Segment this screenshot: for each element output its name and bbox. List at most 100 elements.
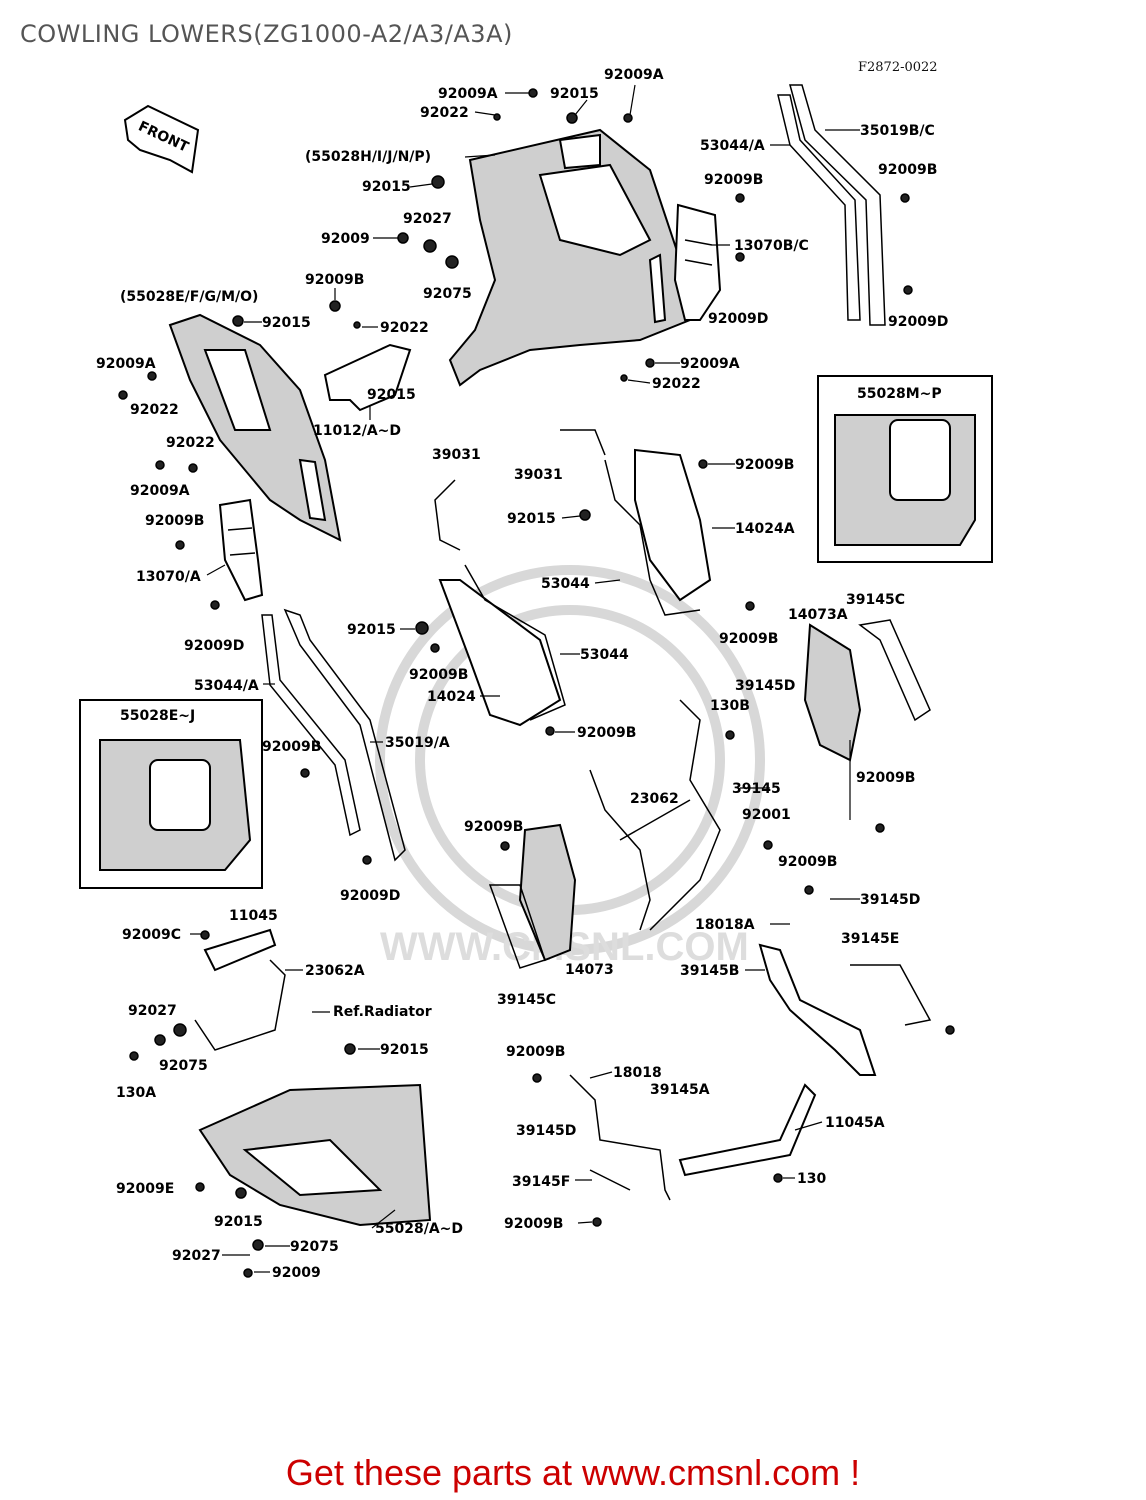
part-label: (55028E/F/G/M/O)	[120, 289, 258, 305]
part-label: (55028H/I/J/N/P)	[305, 149, 431, 165]
duct-14024a-part	[604, 448, 712, 616]
part-label: 55028/A~D	[375, 1221, 463, 1237]
duct-14073a-part	[803, 619, 931, 762]
part-label: Ref.Radiator	[333, 1004, 432, 1020]
fasteners	[118, 88, 955, 1278]
part-label: 92015	[214, 1214, 263, 1230]
part-label: 92009D	[888, 314, 948, 330]
part-label: 14073	[565, 962, 614, 978]
part-label: 92001	[742, 807, 791, 823]
part-label: 92075	[423, 286, 472, 302]
part-label: 92009B	[577, 725, 636, 741]
part-label: 92009B	[778, 854, 837, 870]
part-label: 35019B/C	[860, 123, 935, 139]
part-label: 39145E	[841, 931, 899, 947]
part-label: 92009A	[130, 483, 190, 499]
part-label: 18018A	[695, 917, 755, 933]
part-label: 92009B	[878, 162, 937, 178]
part-label: 14024A	[735, 521, 795, 537]
part-label: 92015	[262, 315, 311, 331]
part-label: 92009D	[708, 311, 768, 327]
part-label: 92015	[367, 387, 416, 403]
part-label: 92009B	[735, 457, 794, 473]
diagram-code: F2872-0022	[858, 60, 938, 75]
part-label: 92027	[172, 1248, 221, 1264]
part-label: 130	[797, 1171, 826, 1187]
upper-cowling-part	[448, 128, 692, 387]
part-label: 53044/A	[194, 678, 259, 694]
bracket-39145b-part	[758, 943, 932, 1076]
part-labels: 92009A 92009A 92015 92022 (55028H/I/J/N/…	[96, 67, 948, 1281]
duct-14024-part	[438, 564, 566, 727]
part-label: 92009A	[680, 356, 740, 372]
part-label: 92009A	[96, 356, 156, 372]
leader-lines	[190, 84, 860, 1273]
part-label: 92015	[347, 622, 396, 638]
part-label: 92022	[166, 435, 215, 451]
part-label: 39145B	[680, 963, 739, 979]
part-label: 92009B	[145, 513, 204, 529]
trim-strip-upper-part	[777, 84, 886, 326]
bracket-11045-part	[194, 928, 286, 1051]
bottom-cowling-part	[198, 1083, 432, 1227]
cover-11012-part	[323, 343, 412, 412]
part-label: 92015	[550, 86, 599, 102]
part-label: 92009D	[184, 638, 244, 654]
part-label: 39145F	[512, 1174, 570, 1190]
part-label: 92009	[321, 231, 370, 247]
bracket-11045a-part	[678, 1083, 817, 1177]
part-label: 92075	[159, 1058, 208, 1074]
part-label: 92075	[290, 1239, 339, 1255]
footer-link[interactable]: Get these parts at www.cmsnl.com !	[285, 1452, 861, 1493]
part-label: 18018	[613, 1065, 662, 1081]
part-label: 13070B/C	[734, 238, 809, 254]
side-cowling-left-part	[168, 313, 342, 542]
part-label: 39145C	[846, 592, 905, 608]
part-label: 39145D	[516, 1123, 576, 1139]
part-label: 39031	[432, 447, 481, 463]
part-label: 92015	[362, 179, 411, 195]
duct-14073-part	[488, 823, 577, 969]
part-label: 92015	[380, 1042, 429, 1058]
part-label: 39145D	[735, 678, 795, 694]
parts-diagram: WWW.CMSNL.COM FRONT	[79, 67, 993, 1281]
part-label: 11045	[229, 908, 278, 924]
part-label: 92022	[380, 320, 429, 336]
part-label: 130A	[116, 1085, 156, 1101]
bracket-18018-part	[569, 1074, 671, 1201]
hose-39031-part	[434, 429, 606, 551]
part-label: 39145	[732, 781, 781, 797]
part-label: 130B	[710, 698, 750, 714]
part-label: 53044	[580, 647, 629, 663]
part-label: 53044	[541, 576, 590, 592]
bracket-13070bc-part	[673, 203, 722, 321]
part-label: 39145A	[650, 1082, 710, 1098]
part-label: 92009B	[262, 739, 321, 755]
part-label: 55028E~J	[120, 708, 195, 724]
part-label: 39145D	[860, 892, 920, 908]
trim-strip-lower-part	[261, 608, 406, 862]
part-label: 92009B	[464, 819, 523, 835]
part-label: 55028M~P	[857, 386, 942, 402]
part-label: 92009A	[604, 67, 664, 83]
part-label: 92009B	[305, 272, 364, 288]
part-label: 92027	[128, 1003, 177, 1019]
part-label: 92009B	[856, 770, 915, 786]
part-label: 92009	[272, 1265, 321, 1281]
part-label: 39145C	[497, 992, 556, 1008]
frame-23062-part	[589, 699, 721, 931]
part-label: 35019/A	[385, 735, 450, 751]
part-label: 92009B	[409, 667, 468, 683]
page-title: COWLING LOWERS(ZG1000-A2/A3/A3A)	[20, 20, 513, 48]
part-label: 92009B	[719, 631, 778, 647]
part-label: 14024	[427, 689, 476, 705]
inset-box-55028e-j	[79, 699, 263, 889]
part-label: 92009E	[116, 1181, 174, 1197]
part-label: 92022	[420, 105, 469, 121]
part-label: 11045A	[825, 1115, 885, 1131]
part-label: 92009B	[506, 1044, 565, 1060]
part-label: 11012/A~D	[313, 423, 401, 439]
part-label: 92009A	[438, 86, 498, 102]
part-label: 92009C	[122, 927, 181, 943]
part-label: 13070/A	[136, 569, 201, 585]
